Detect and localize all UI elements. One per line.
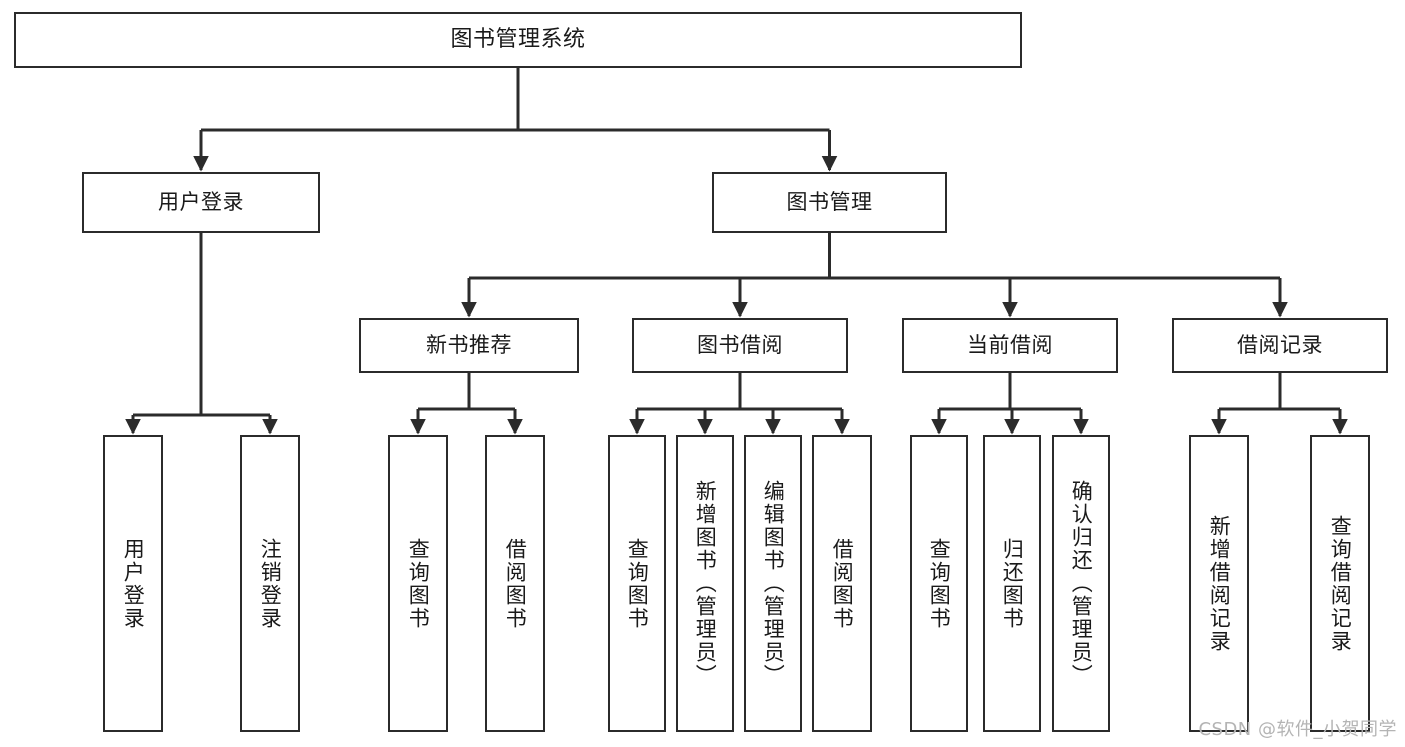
node-label: 新增图书（管理员） <box>693 480 718 687</box>
node-label: 查询图书 <box>927 537 952 630</box>
node-label: 查询图书 <box>406 537 431 630</box>
node-label: 确认归还（管理员） <box>1069 480 1094 687</box>
node-label: 当前借阅 <box>967 333 1053 358</box>
node-label: 查询借阅记录 <box>1328 514 1353 653</box>
edge-bus <box>1219 373 1340 411</box>
node-book-borrow[interactable]: 图书借阅 <box>632 318 848 373</box>
edge-bus <box>133 233 270 417</box>
node-leaf-borrow-book-1[interactable]: 借阅图书 <box>485 435 545 732</box>
node-leaf-return-book[interactable]: 归还图书 <box>983 435 1041 732</box>
node-leaf-query-book-2[interactable]: 查询图书 <box>608 435 666 732</box>
node-leaf-confirm-return[interactable]: 确认归还（管理员） <box>1052 435 1110 732</box>
watermark: CSDN @软件_小贺同学 <box>1198 719 1397 740</box>
node-leaf-borrow-book-2[interactable]: 借阅图书 <box>812 435 872 732</box>
node-label: 借阅图书 <box>503 537 528 630</box>
node-leaf-user-login[interactable]: 用户登录 <box>103 435 163 732</box>
edge-bus <box>637 373 842 411</box>
node-new-book-recommend[interactable]: 新书推荐 <box>359 318 579 373</box>
node-label: 新增借阅记录 <box>1207 514 1232 653</box>
node-label: 图书管理 <box>786 190 873 215</box>
node-label: 用户登录 <box>121 537 146 630</box>
edge-bus <box>939 373 1081 411</box>
node-book-manage[interactable]: 图书管理 <box>712 172 947 233</box>
node-current-borrow[interactable]: 当前借阅 <box>902 318 1118 373</box>
node-user-login[interactable]: 用户登录 <box>82 172 320 233</box>
node-leaf-query-record[interactable]: 查询借阅记录 <box>1310 435 1370 732</box>
node-leaf-edit-book[interactable]: 编辑图书（管理员） <box>744 435 802 732</box>
node-label: 借阅图书 <box>830 537 855 630</box>
node-label: 借阅记录 <box>1237 333 1323 358</box>
node-label: 图书管理系统 <box>450 27 586 53</box>
node-leaf-add-record[interactable]: 新增借阅记录 <box>1189 435 1249 732</box>
node-leaf-query-book-1[interactable]: 查询图书 <box>388 435 448 732</box>
node-label: 编辑图书（管理员） <box>761 480 786 687</box>
node-leaf-add-book[interactable]: 新增图书（管理员） <box>676 435 734 732</box>
node-label: 注销登录 <box>258 537 283 630</box>
edge-bus <box>469 233 1280 280</box>
node-leaf-logout[interactable]: 注销登录 <box>240 435 300 732</box>
node-borrow-record[interactable]: 借阅记录 <box>1172 318 1388 373</box>
node-root[interactable]: 图书管理系统 <box>14 12 1022 68</box>
edge-bus <box>201 68 830 132</box>
node-leaf-query-book-3[interactable]: 查询图书 <box>910 435 968 732</box>
node-label: 图书借阅 <box>697 333 783 358</box>
edge-bus <box>418 373 515 411</box>
node-label: 归还图书 <box>1000 537 1025 630</box>
node-label: 查询图书 <box>625 537 650 630</box>
node-label: 新书推荐 <box>426 333 512 358</box>
node-label: 用户登录 <box>158 190 244 215</box>
